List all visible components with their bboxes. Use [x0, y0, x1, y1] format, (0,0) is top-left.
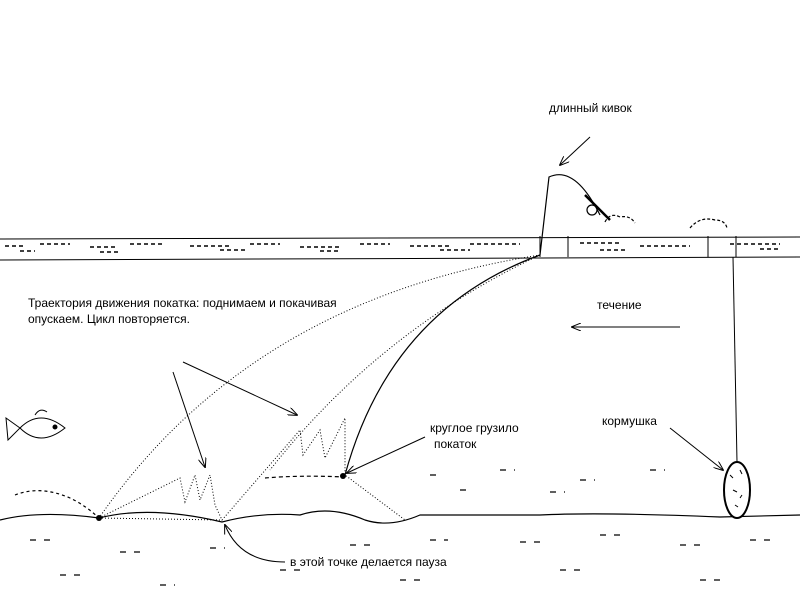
- label-long-nod: длинный кивок: [549, 101, 632, 115]
- feeder-bait: [729, 469, 743, 508]
- label-feeder: кормушка: [602, 414, 657, 428]
- lines: [98, 254, 738, 521]
- sinker: [340, 473, 346, 479]
- ice-layer: [0, 236, 800, 261]
- label-sinker-line1: круглое грузило: [430, 421, 519, 435]
- label-pause: в этой точке делается пауза: [290, 555, 447, 569]
- fishing-rod: [539, 174, 728, 256]
- feeder: [723, 461, 751, 519]
- arrows: [172, 136, 723, 563]
- label-sinker-line2: покаток: [434, 437, 477, 451]
- label-current: течение: [597, 298, 642, 312]
- pause-point: [96, 515, 102, 521]
- label-trajectory-line1: Траектория движения покатка: поднимаем и…: [28, 296, 337, 310]
- fish: [5, 409, 66, 442]
- label-trajectory-line2: опускаем. Цикл повторяется.: [28, 312, 190, 326]
